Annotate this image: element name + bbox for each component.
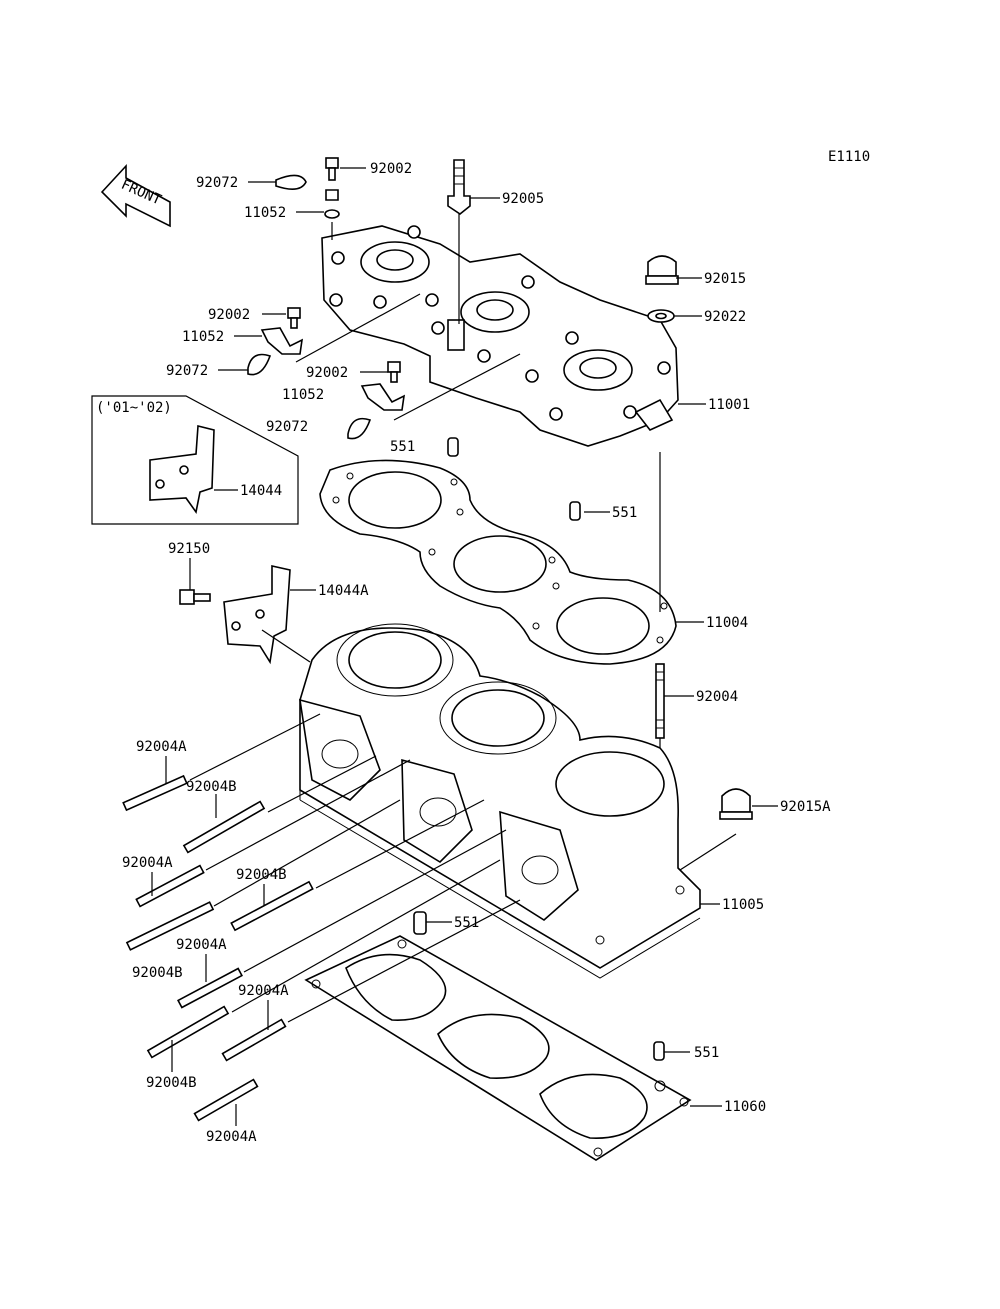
label-92015A: 92015A [780, 799, 831, 815]
label-551-d: 551 [694, 1045, 719, 1061]
label-92004A-2: 92004A [122, 855, 173, 871]
bolt-92150 [179, 589, 211, 605]
clip-92072-top [275, 174, 307, 190]
label-92002-c: 92002 [306, 365, 348, 381]
base-gasket-11060 [304, 935, 692, 1161]
bolt-92002-top [325, 157, 339, 181]
washer-92022 [647, 309, 675, 323]
stud-set [122, 713, 521, 1122]
clamp-11052-top [324, 189, 340, 219]
head-gasket-11004 [319, 459, 677, 665]
label-14044: 14044 [240, 483, 282, 499]
fitting-92005 [447, 159, 471, 324]
label-92004A-5: 92004A [206, 1129, 257, 1145]
label-92072-a: 92072 [196, 175, 238, 191]
label-11001: 11001 [708, 397, 750, 413]
label-92004: 92004 [696, 689, 738, 705]
label-92072-b: 92072 [166, 363, 208, 379]
leader-lines [151, 167, 778, 1126]
dowel-pin-551-a [447, 437, 459, 457]
label-92004A-4: 92004A [238, 983, 289, 999]
dowel-pin-551-d [653, 1041, 665, 1061]
label-11005: 11005 [722, 897, 764, 913]
label-92004B-3: 92004B [132, 965, 183, 981]
cylinder-block-11005 [299, 623, 701, 979]
label-92015: 92015 [704, 271, 746, 287]
front-arrow-icon: FRONT [100, 163, 171, 228]
label-11052-a: 11052 [244, 205, 286, 221]
label-11052-b: 11052 [182, 329, 224, 345]
label-92004B-1: 92004B [186, 779, 237, 795]
diagram-code: E1110 [828, 149, 870, 165]
label-11052-c: 11052 [282, 387, 324, 403]
variant-box: ('01~'02) [91, 395, 299, 525]
variant-box-label: ('01~'02) [96, 400, 172, 416]
cap-nut-92015A [679, 788, 753, 871]
label-92004A-3: 92004A [176, 937, 227, 953]
dowel-pin-551-b [569, 501, 581, 521]
label-551-c: 551 [454, 915, 479, 931]
cap-nut-92015 [645, 255, 679, 285]
label-11060: 11060 [724, 1099, 766, 1115]
label-92004B-4: 92004B [146, 1075, 197, 1091]
cylinder-head [321, 225, 679, 447]
label-92072-c: 92072 [266, 419, 308, 435]
label-92004B-2: 92004B [236, 867, 287, 883]
clamp-assembly-left [247, 293, 421, 376]
clamp-assembly-mid [347, 353, 521, 440]
label-14044A: 14044A [318, 583, 369, 599]
label-551-a: 551 [390, 439, 415, 455]
label-92150: 92150 [168, 541, 210, 557]
label-551-b: 551 [612, 505, 637, 521]
label-92005: 92005 [502, 191, 544, 207]
label-92022: 92022 [704, 309, 746, 325]
label-92002-a: 92002 [370, 161, 412, 177]
label-92002-b: 92002 [208, 307, 250, 323]
part-labels: 92072 92002 11052 92005 92015 92022 9200… [122, 161, 831, 1145]
bracket-14044A [223, 565, 311, 665]
label-92004A-1: 92004A [136, 739, 187, 755]
label-11004: 11004 [706, 615, 748, 631]
